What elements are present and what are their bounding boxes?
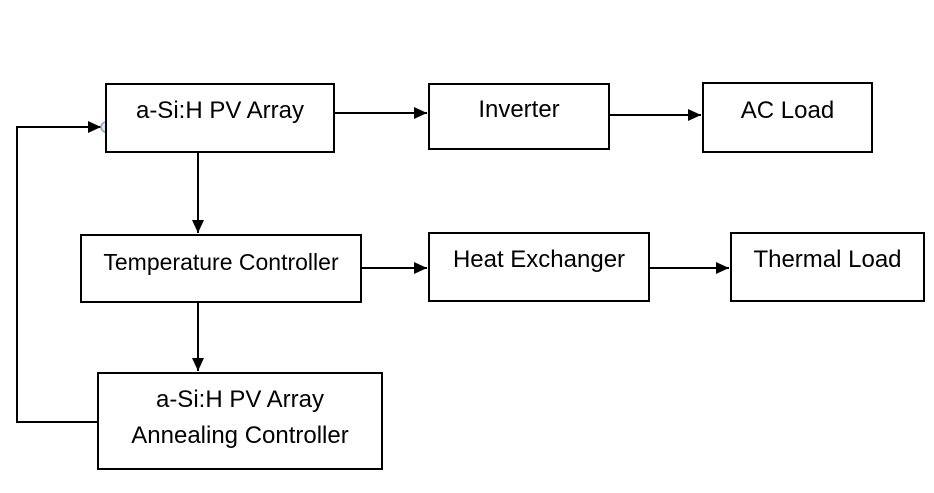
node-heat-exchanger: Heat Exchanger [428, 232, 650, 302]
node-thermal-load-label: Thermal Load [753, 246, 902, 273]
node-inverter: Inverter [428, 83, 610, 150]
node-annealing-controller: a-Si:H PV Array Annealing Controller [97, 372, 383, 470]
node-temperature-controller-label: Temperature Controller [103, 248, 339, 275]
arrow-annealing-controller-feedback-to-pv-array [16, 121, 101, 423]
node-ac-load: AC Load [702, 82, 873, 153]
node-ac-load-label: AC Load [740, 96, 835, 124]
node-temperature-controller: Temperature Controller [80, 234, 362, 303]
node-inverter-label: Inverter [478, 95, 560, 123]
node-heat-exchanger-label: Heat Exchanger [452, 246, 626, 273]
node-annealing-controller-label: a-Si:H PV Array Annealing Controller [131, 386, 349, 449]
node-pv-array: a-Si:H PV Array [105, 83, 335, 153]
node-pv-array-label: a-Si:H PV Array [135, 97, 305, 124]
node-thermal-load: Thermal Load [730, 232, 925, 302]
